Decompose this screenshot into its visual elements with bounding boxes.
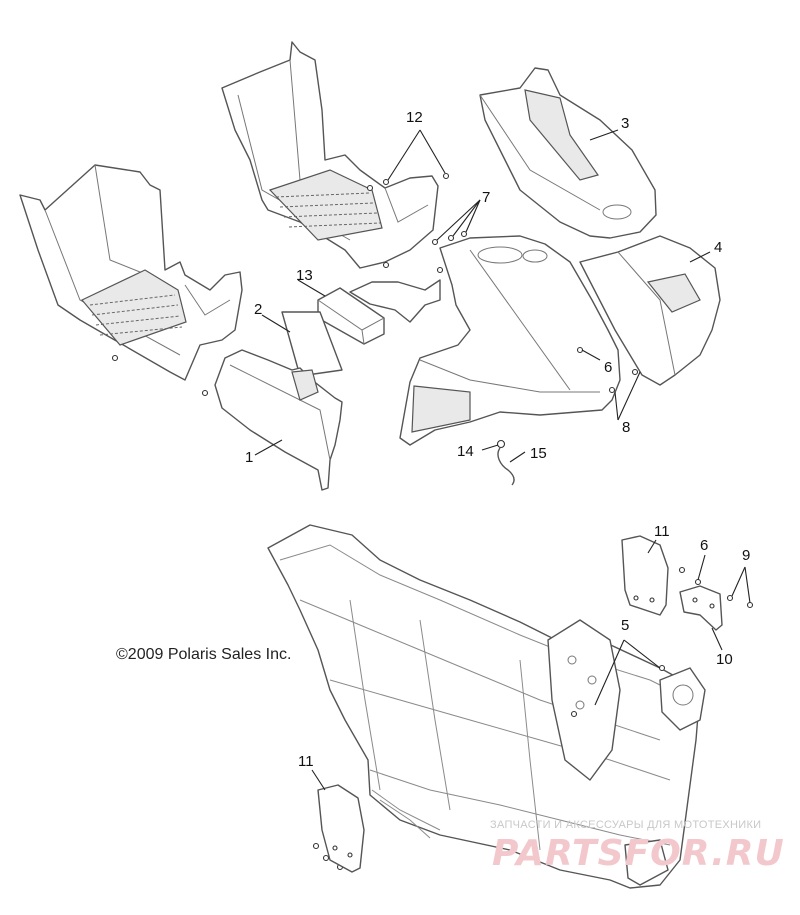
callout-2: 2 <box>254 301 263 318</box>
left-footwell-part <box>19 164 243 381</box>
callout-3: 3 <box>621 115 630 132</box>
leader-lines <box>254 129 751 791</box>
callout-4: 4 <box>714 239 723 256</box>
callout-5: 5 <box>621 617 630 634</box>
right-footwell-part <box>221 41 439 269</box>
callout-13: 13 <box>296 267 313 284</box>
fasteners-upper <box>111 172 639 397</box>
front-fender-assembly-part <box>399 235 621 446</box>
fasteners-rear <box>312 566 754 871</box>
copyright-text: ©2009 Polaris Sales Inc. <box>116 646 292 663</box>
callout-11-upper: 11 <box>654 523 670 540</box>
callout-12: 12 <box>406 109 423 126</box>
clamp-part <box>496 439 506 449</box>
side-panel-part <box>214 349 343 491</box>
bracket-part <box>679 585 723 631</box>
callout-15: 15 <box>530 445 547 462</box>
mud-flap-upper-part <box>621 535 669 616</box>
callout-10: 10 <box>716 651 733 668</box>
callout-9: 9 <box>742 547 751 564</box>
watermark-logo-text: PARTSFOR.RU <box>492 833 785 874</box>
callout-1: 1 <box>245 449 254 466</box>
mud-flap-lower-part <box>317 784 365 873</box>
callout-6-lower: 6 <box>700 537 709 554</box>
callout-14: 14 <box>457 443 474 460</box>
front-top-cover-part <box>479 67 657 239</box>
chassis-frame-part <box>267 524 706 889</box>
small-cover-part <box>349 279 441 323</box>
hose-part <box>497 447 515 486</box>
decal-plate-part <box>281 311 343 377</box>
watermark-tagline: ЗАПЧАСТИ И АКСЕССУАРЫ ДЛЯ МОТОТЕХНИКИ <box>490 819 762 831</box>
callout-8: 8 <box>622 419 631 436</box>
front-side-panel-part <box>579 235 721 386</box>
callout-6-upper: 6 <box>604 359 613 376</box>
callout-11-lower: 11 <box>298 753 314 770</box>
callout-7: 7 <box>482 189 491 206</box>
